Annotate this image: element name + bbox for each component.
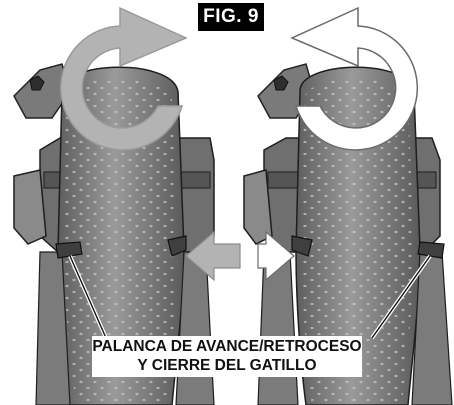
left-push-arrow xyxy=(185,230,241,282)
right-lever-tab-left xyxy=(291,235,313,257)
right-tool-view xyxy=(243,6,453,405)
left-lower-body xyxy=(35,251,71,405)
figure-label: FIG. 9 xyxy=(198,3,264,31)
right-handle-texture xyxy=(302,79,414,405)
left-trigger-block xyxy=(13,169,47,245)
left-handle-texture xyxy=(64,79,178,405)
left-rotation-arrow xyxy=(59,6,188,151)
right-rotation-arrow xyxy=(290,6,419,151)
right-lower-body xyxy=(257,251,299,405)
leader-line-left-core xyxy=(69,255,107,339)
leader-line-right-core xyxy=(371,255,431,339)
left-tool-view xyxy=(13,6,241,405)
callout-line-2: Y CIERRE DEL GATILLO xyxy=(137,357,317,374)
lever-callout: PALANCA DE AVANCE/RETROCESO Y CIERRE DEL… xyxy=(92,336,362,377)
right-lever-tab-right xyxy=(417,241,445,259)
left-chuck-nut xyxy=(29,75,45,91)
right-push-arrow xyxy=(257,230,295,282)
right-trigger-block xyxy=(243,169,273,245)
callout-line-1: PALANCA DE AVANCE/RETROCESO xyxy=(92,338,362,355)
right-chuck-nut xyxy=(273,75,289,91)
left-lever-tab-left xyxy=(55,241,83,259)
left-lever-tab-right xyxy=(167,235,187,257)
